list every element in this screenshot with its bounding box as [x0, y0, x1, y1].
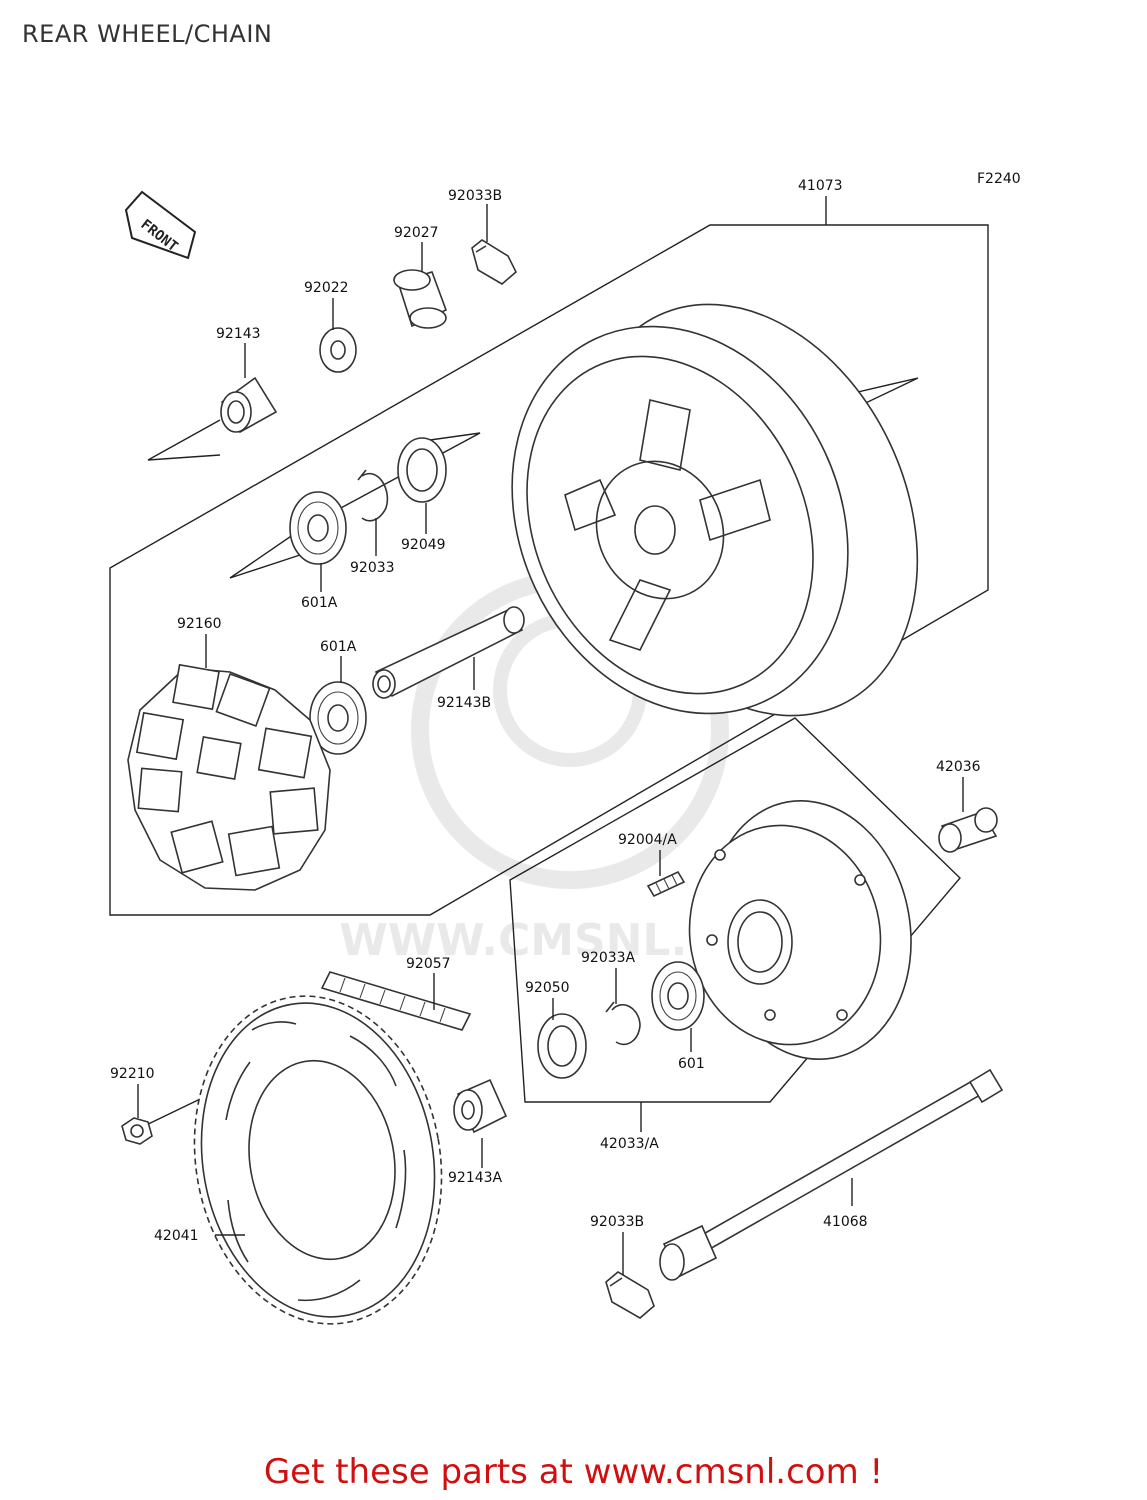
callout-42036: 42036 [936, 759, 981, 775]
callout-41068: 41068 [823, 1214, 868, 1230]
axis-guide-left [147, 419, 221, 461]
callout-92050: 92050 [525, 980, 570, 996]
sprocket-coupling-hub [688, 800, 912, 1060]
callout-92049: 92049 [401, 537, 446, 553]
callout-601a-middle: 601A [320, 639, 357, 655]
circlip-92033a [605, 1001, 641, 1046]
oil-seal-92049 [397, 437, 447, 503]
circlip-92033b-top [471, 239, 517, 285]
circlip-92033 [357, 469, 389, 522]
spacer-92143b [372, 606, 525, 699]
damper-92160 [127, 663, 331, 891]
leader-lines [137, 196, 964, 1275]
callout-92004a: 92004/A [618, 832, 677, 848]
drive-chain-92057 [320, 971, 472, 1031]
bearing-601a-top [289, 491, 347, 565]
front-direction-icon: FRONT [124, 190, 197, 260]
footer-link-text[interactable]: Get these parts at www.cmsnl.com ! [263, 1452, 884, 1492]
callout-92210: 92210 [110, 1066, 155, 1082]
circlip-92033b-bottom [605, 1271, 655, 1319]
callout-92160: 92160 [177, 616, 222, 632]
callout-92143a: 92143A [448, 1170, 503, 1186]
callout-601a-top: 601A [301, 595, 338, 611]
collar-42036 [938, 807, 998, 853]
collar-92027 [393, 269, 448, 329]
callout-601: 601 [678, 1056, 705, 1072]
nut-92210 [121, 1117, 153, 1145]
bearing-601 [651, 961, 705, 1031]
callout-92143: 92143 [216, 326, 261, 342]
callout-92022: 92022 [304, 280, 349, 296]
callout-labels: F2240 41073 92033B 92027 92022 92143 920… [110, 171, 1021, 1244]
washer-92022 [319, 327, 357, 373]
callout-92033b-top: 92033B [448, 188, 502, 204]
callout-42041: 42041 [154, 1228, 199, 1244]
rear-sprocket-42041 [193, 995, 443, 1325]
collar-92143 [220, 376, 278, 434]
rear-axle-41068 [659, 1068, 1004, 1281]
rear-wheel-rim [511, 303, 919, 717]
callout-92033b-bottom: 92033B [590, 1214, 644, 1230]
oil-seal-92050 [537, 1013, 587, 1079]
bearing-601a-middle [309, 681, 367, 755]
callout-92057: 92057 [406, 956, 451, 972]
collar-92143a [453, 1078, 508, 1134]
callout-92033a: 92033A [581, 950, 636, 966]
page-title: REAR WHEEL/CHAIN [22, 20, 273, 48]
callout-92143b: 92143B [437, 695, 491, 711]
callout-92027: 92027 [394, 225, 439, 241]
callout-41073: 41073 [798, 178, 843, 194]
wheel-assembly-outline [109, 224, 989, 916]
figure-code: F2240 [977, 171, 1021, 187]
callout-42033a: 42033/A [600, 1136, 659, 1152]
callout-92033: 92033 [350, 560, 395, 576]
stud-92004a [646, 870, 686, 898]
